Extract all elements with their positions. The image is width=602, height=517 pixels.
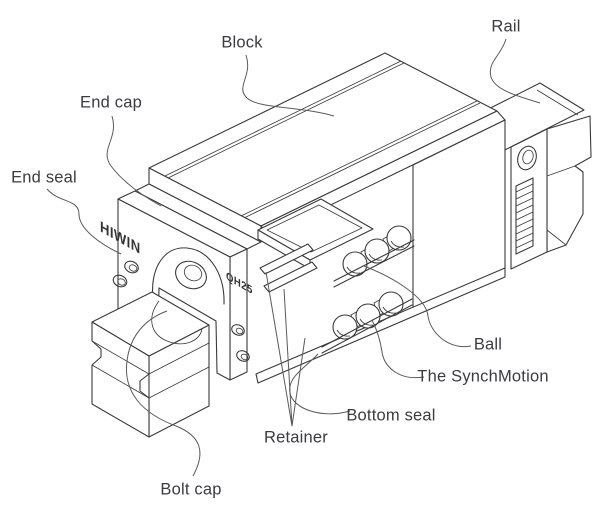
rail-end-face — [510, 128, 548, 270]
rail-front-groove-lines — [91, 340, 150, 399]
label-end-cap: End cap — [80, 93, 142, 112]
block-top-groove-rear — [240, 100, 481, 219]
grease-arch — [152, 247, 225, 305]
rail-bolt-hole-inner — [522, 149, 534, 165]
leader-retainer — [265, 271, 306, 427]
plate-hole-inner — [128, 264, 138, 272]
rail-top-chamfer-line — [536, 89, 579, 116]
ball-row-lower — [321, 291, 413, 354]
grease-hole — [175, 260, 207, 290]
rail-bolt-hole — [517, 145, 537, 171]
label-bottom-seal: Bottom seal — [346, 406, 436, 425]
label-synchmotion: The SynchMotion — [417, 367, 549, 386]
label-rail: Rail — [491, 17, 521, 36]
block-top-groove-front — [164, 60, 405, 179]
label-ball: Ball — [473, 335, 503, 354]
bolt-cap-arc — [151, 300, 203, 345]
block-interior-section — [257, 198, 415, 354]
retainer-strip-upper — [259, 243, 314, 275]
leader-end-seal — [46, 188, 122, 255]
rail-side-step-lines — [546, 165, 576, 246]
label-end-seal: End seal — [11, 168, 77, 187]
label-block: Block — [221, 33, 263, 52]
retainer-tray-inner — [266, 204, 363, 253]
plate-hole-inner — [117, 278, 126, 286]
ball — [378, 291, 404, 317]
rail-side-profile — [546, 115, 592, 253]
rail-front-section — [91, 291, 210, 438]
grease-hole-inner — [183, 264, 203, 282]
leader-synchmotion — [371, 319, 425, 379]
rail-section-hatch — [515, 177, 534, 255]
end-cap-bolt-hole — [236, 350, 250, 362]
leader-ball — [363, 265, 472, 348]
leader-end-cap — [106, 115, 162, 207]
end-cap-bolt-hole-inner — [235, 327, 244, 335]
end-cap-bolt-hole-inner — [240, 353, 249, 361]
leader-bolt-cap — [125, 310, 201, 477]
retainer-strip-lower — [263, 261, 318, 293]
end-cap-bolt-hole — [231, 324, 245, 336]
synchmotion-band-upper — [333, 239, 415, 288]
label-bolt-cap: Bolt cap — [160, 480, 222, 499]
leader-lines — [46, 38, 541, 477]
plate-hole — [124, 260, 139, 274]
synchmotion-band-lower — [321, 298, 413, 354]
ball-row-upper — [333, 225, 415, 288]
label-retainer: Retainer — [264, 428, 328, 447]
ball — [386, 225, 412, 251]
rail-side-groove-lines — [148, 342, 210, 399]
plate-hole — [112, 274, 128, 288]
leader-block — [242, 54, 335, 117]
leader-rail — [489, 38, 541, 104]
ball — [332, 314, 358, 340]
bottom-seal-strip — [255, 267, 506, 384]
end-cap-side-band — [229, 248, 248, 381]
